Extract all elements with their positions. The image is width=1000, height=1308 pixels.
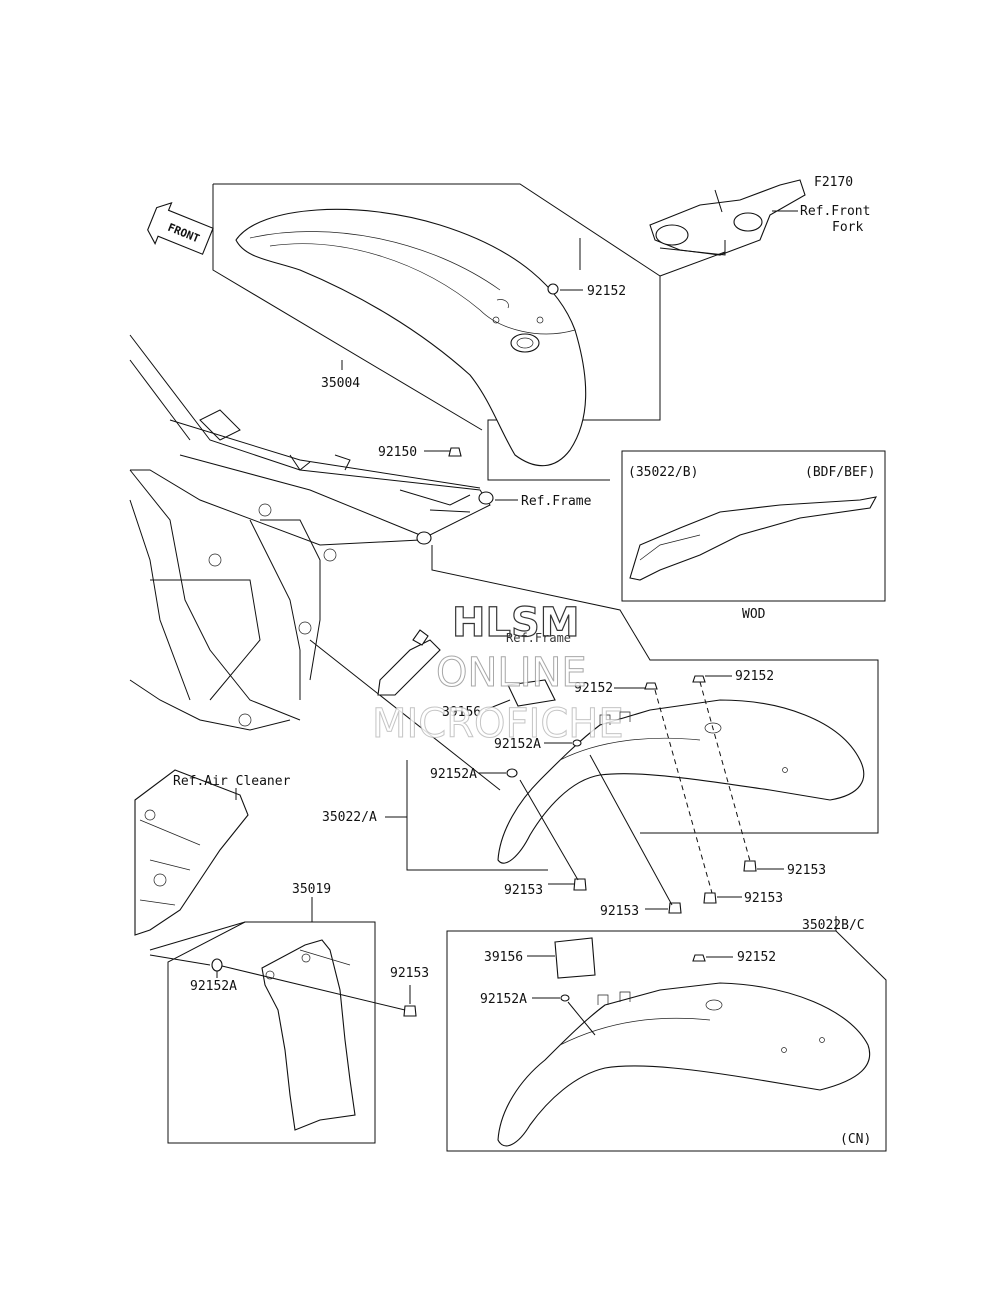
watermark: HLSM Ref.Frame ONLINE MICROFICHE [372,599,625,747]
diagram-code: F2170 [814,175,853,190]
callout-92152A-mid1: 92152A [494,737,541,752]
callout-92152-low: 92152 [737,950,776,965]
clip-92152A-mid1 [572,739,582,747]
callout-35004: 35004 [321,376,360,391]
ref-front-fork-label-1: Ref.Front [800,204,870,219]
callout-92153-b: 92153 [600,904,639,919]
callout-92153-c: 92153 [744,891,783,906]
nut-92152-mid-right [692,675,706,683]
callout-92152A-mid2: 92152A [430,767,477,782]
callout-92152A-low: 92152A [190,979,237,994]
callout-92152A-low2: 92152A [480,992,527,1007]
grommet-92152-top [547,283,559,295]
rear-fender-part-35022a [497,699,865,864]
inset-top-label-right: (BDF/BEF) [805,465,875,480]
inset-top-label-left: (35022/B) [628,465,698,480]
callout-92150: 92150 [378,445,417,460]
frame-reference [129,334,494,731]
rear-fender-part-35022bc [497,982,871,1147]
label-plate-39156 [507,679,556,707]
inset-35022b [621,450,886,602]
label-plate-39156-low [554,937,596,979]
clip-92152A-mid2 [506,768,518,778]
ref-front-fork-label-2: Fork [832,220,863,235]
callout-92152-mid-left: 92152 [574,681,613,696]
watermark-ref-frame: Ref.Frame [506,631,571,645]
grommet-92152A-low [211,958,223,972]
mudflap-group-outline [167,897,376,1144]
front-fork-bracket [649,179,806,256]
clip-92152A-low2 [560,994,570,1002]
bolt-92150 [448,447,462,457]
bolt-92153-low [403,1005,417,1017]
air-cleaner-reference [134,769,249,936]
inset-rear-fender-part [629,496,878,581]
mudflap-part-35019 [261,939,356,1131]
ref-frame-label: Ref.Frame [521,494,592,509]
nut-92152-low [692,954,706,962]
front-fender-group-outline [213,183,661,481]
bolt-92153-b [668,902,682,914]
callout-35022BC: 35022B/C [802,918,865,933]
watermark-line-1: HLSM [452,600,580,646]
front-fender-part [235,208,587,467]
callout-39156-low: 39156 [484,950,523,965]
inset-bottom-label: (CN) [840,1132,871,1147]
bracket-39156-mid [377,629,441,696]
front-direction-arrow: FRONT [147,201,214,255]
bolt-92153-c [703,892,717,904]
inset-top-caption: WOD [742,607,766,622]
inset-35022bc [446,930,887,1152]
nut-92152-mid-left [644,682,658,690]
callout-92153-d: 92153 [787,863,826,878]
bolt-92153-d [743,860,757,872]
watermark-line-3: MICROFICHE [372,701,624,747]
callout-92153-low: 92153 [390,966,429,981]
callout-35022A: 35022/A [322,810,377,825]
bolt-92153-a [573,878,587,891]
callout-92153-a: 92153 [504,883,543,898]
watermark-line-2: ONLINE [436,650,587,696]
callout-39156-mid: 39156 [442,705,481,720]
ref-air-cleaner-label: Ref.Air Cleaner [173,774,291,789]
callout-35019: 35019 [292,882,331,897]
callout-92152-mid-right: 92152 [735,669,774,684]
callout-92152-top: 92152 [587,284,626,299]
